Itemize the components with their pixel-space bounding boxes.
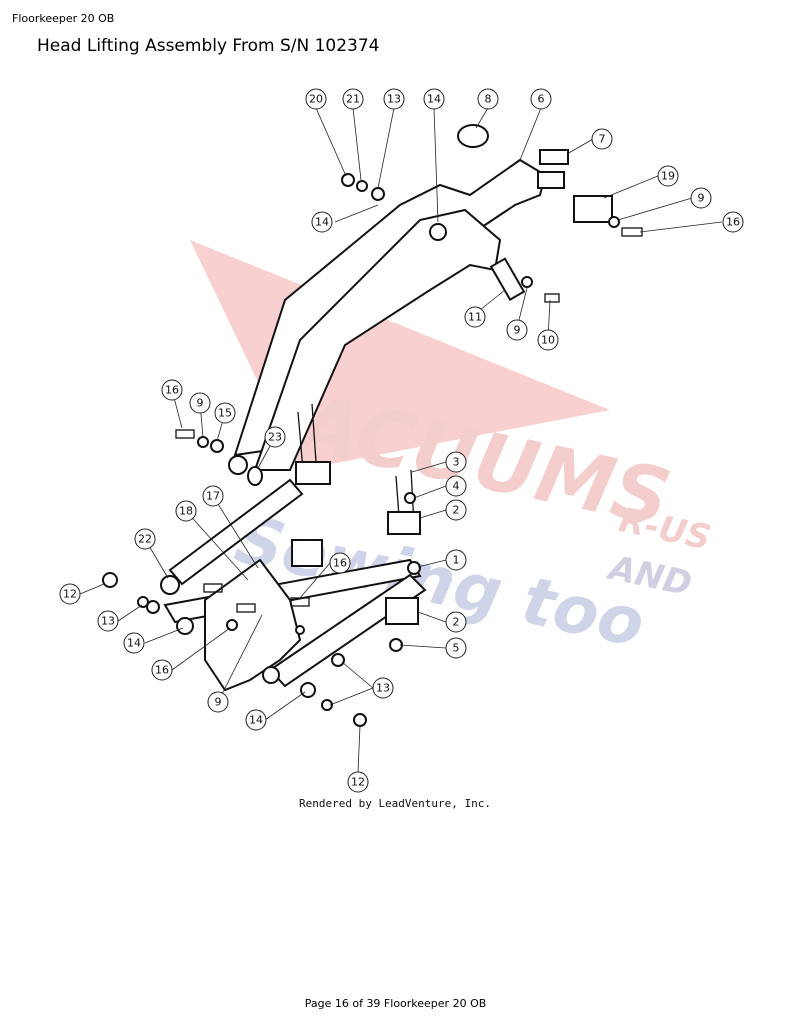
- watermark-line2: R-US: [615, 500, 714, 558]
- svg-text:14: 14: [127, 637, 141, 650]
- callout: 11: [464, 306, 486, 328]
- svg-text:17: 17: [206, 490, 220, 503]
- callout: 17: [202, 485, 224, 507]
- svg-text:2: 2: [453, 504, 460, 517]
- callout: 7: [591, 128, 613, 150]
- callout: 6: [530, 88, 552, 110]
- callout: 23: [264, 426, 286, 448]
- svg-text:9: 9: [197, 397, 204, 410]
- page-title: Head Lifting Assembly From S/N 102374: [37, 36, 380, 56]
- svg-text:13: 13: [387, 93, 401, 106]
- svg-text:9: 9: [215, 696, 222, 709]
- svg-text:5: 5: [453, 642, 460, 655]
- svg-text:13: 13: [376, 682, 390, 695]
- document-name: Floorkeeper 20 OB: [12, 12, 115, 25]
- leader-lines: [79, 107, 723, 773]
- callout: 10: [537, 329, 559, 351]
- callout: 13: [97, 610, 119, 632]
- callout: 3: [445, 451, 467, 473]
- callout: 14: [123, 632, 145, 654]
- svg-text:16: 16: [333, 557, 347, 570]
- svg-text:1: 1: [453, 554, 460, 567]
- callout: 18: [175, 500, 197, 522]
- svg-text:21: 21: [346, 93, 360, 106]
- svg-text:14: 14: [315, 216, 329, 229]
- callout: 14: [423, 88, 445, 110]
- callout: 1: [445, 549, 467, 571]
- callout: 12: [59, 583, 81, 605]
- svg-text:15: 15: [218, 407, 232, 420]
- svg-text:3: 3: [453, 456, 460, 469]
- callout: 9: [690, 187, 712, 209]
- callout: 2: [445, 611, 467, 633]
- callout: 20: [305, 88, 327, 110]
- svg-text:2: 2: [453, 616, 460, 629]
- svg-text:7: 7: [599, 133, 606, 146]
- callout: 13: [372, 677, 394, 699]
- callout: 14: [311, 211, 333, 233]
- svg-text:14: 14: [249, 714, 263, 727]
- svg-text:4: 4: [453, 480, 460, 493]
- svg-text:16: 16: [726, 216, 740, 229]
- lower-frame: [102, 461, 427, 727]
- callout: 5: [445, 637, 467, 659]
- svg-text:20: 20: [309, 93, 323, 106]
- callout: 2: [445, 499, 467, 521]
- svg-text:23: 23: [268, 431, 282, 444]
- callout: 19: [657, 165, 679, 187]
- callout: 15: [214, 402, 236, 424]
- svg-text:11: 11: [468, 311, 482, 324]
- svg-text:16: 16: [155, 664, 169, 677]
- svg-text:6: 6: [538, 93, 545, 106]
- callout: 4: [445, 475, 467, 497]
- callout: 21: [342, 88, 364, 110]
- svg-text:12: 12: [351, 776, 365, 789]
- callout: 14: [245, 709, 267, 731]
- svg-text:13: 13: [101, 615, 115, 628]
- svg-text:16: 16: [165, 384, 179, 397]
- svg-text:10: 10: [541, 334, 555, 347]
- callout: 16: [722, 211, 744, 233]
- callouts: 20 21 13 14 8 6 7 19 9 16 11 9 10 14 16 …: [59, 88, 744, 793]
- svg-text:22: 22: [138, 533, 152, 546]
- callout: 16: [329, 552, 351, 574]
- page-footer: Page 16 of 39 Floorkeeper 20 OB: [304, 997, 487, 1010]
- callout: 12: [347, 771, 369, 793]
- rendered-by-credit: Rendered by LeadVenture, Inc.: [299, 797, 491, 810]
- svg-text:9: 9: [514, 324, 521, 337]
- callout: 22: [134, 528, 156, 550]
- svg-text:18: 18: [179, 505, 193, 518]
- svg-text:12: 12: [63, 588, 77, 601]
- callout: 9: [207, 691, 229, 713]
- svg-text:19: 19: [661, 170, 675, 183]
- callout: 8: [477, 88, 499, 110]
- fasteners: [175, 173, 643, 531]
- callout: 16: [151, 659, 173, 681]
- svg-text:14: 14: [427, 93, 441, 106]
- callout: 9: [189, 392, 211, 414]
- upper-lift-arms: [228, 124, 613, 475]
- svg-text:9: 9: [698, 192, 705, 205]
- svg-text:8: 8: [485, 93, 492, 106]
- callout: 16: [161, 379, 183, 401]
- callout: 13: [383, 88, 405, 110]
- callout: 9: [506, 319, 528, 341]
